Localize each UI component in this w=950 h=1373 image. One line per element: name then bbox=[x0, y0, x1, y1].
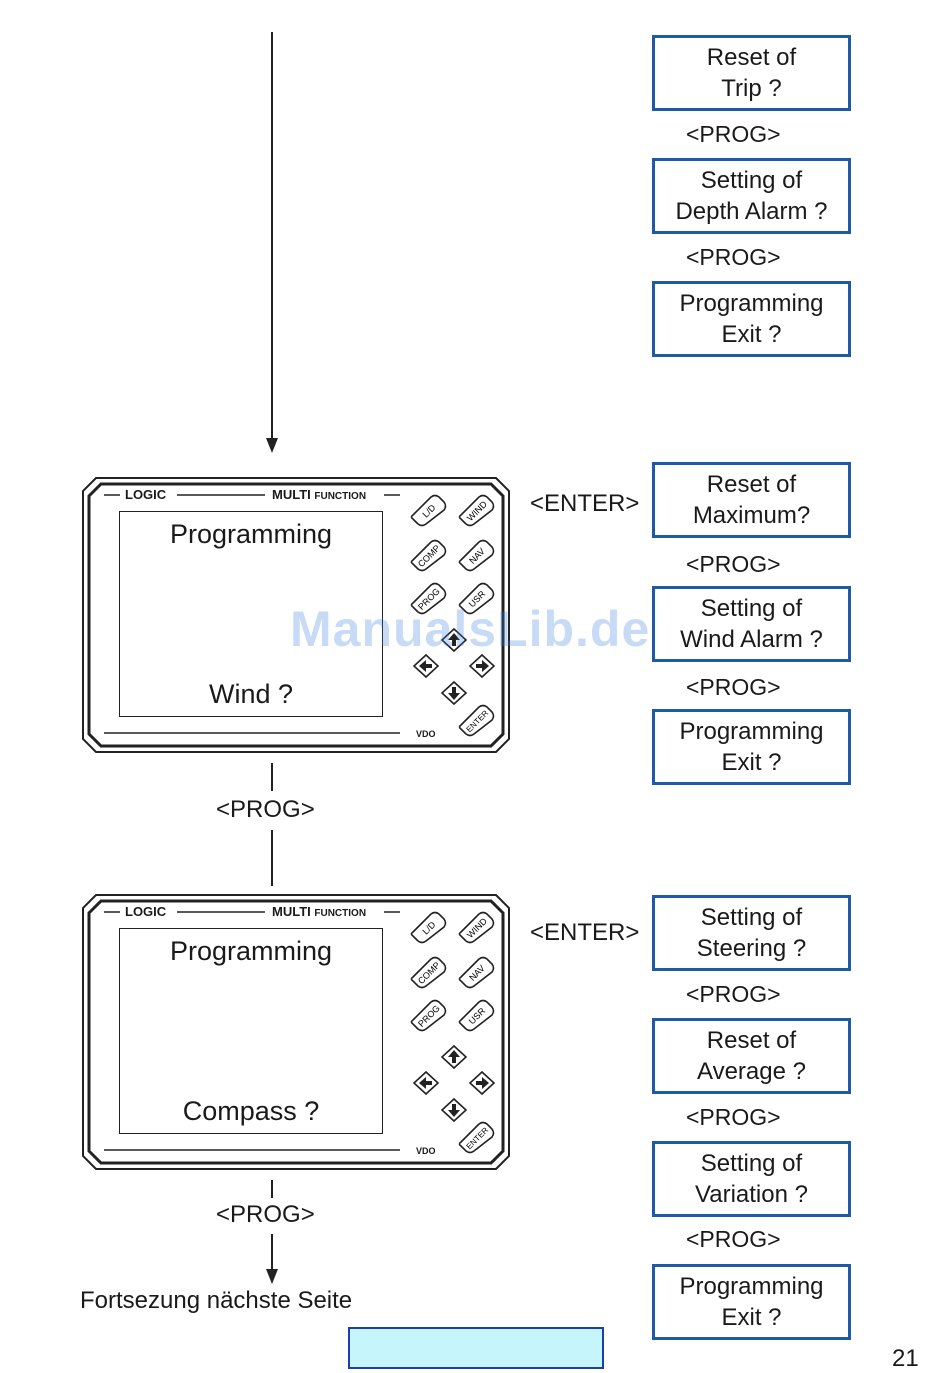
key-prog-button[interactable]: PROG bbox=[409, 581, 449, 615]
key-nav-button[interactable]: NAV bbox=[457, 538, 497, 572]
prog-label: <PROG> bbox=[686, 551, 781, 577]
key-usr-button[interactable]: USR bbox=[457, 998, 497, 1032]
key-enter-button[interactable]: ENTER bbox=[457, 1120, 497, 1154]
flow-line bbox=[271, 763, 273, 791]
key-up-button[interactable] bbox=[440, 1044, 468, 1070]
flow-box-depth-alarm: Setting of Depth Alarm ? bbox=[652, 158, 851, 234]
box-line: Wind Alarm ? bbox=[680, 626, 823, 653]
box-line: Programming bbox=[679, 718, 824, 745]
box-line: Average ? bbox=[697, 1058, 806, 1085]
screen-top-text: Programming bbox=[169, 519, 333, 549]
device-screen: Programming Wind ? bbox=[119, 511, 383, 717]
box-line: Exit ? bbox=[721, 749, 782, 776]
flow-box-reset-trip: Reset of Trip ? bbox=[652, 35, 851, 111]
box-line: Maximum? bbox=[692, 502, 811, 529]
flow-box-reset-average: Reset of Average ? bbox=[652, 1018, 851, 1094]
device-compass: LOGIC MULTI FUNCTION VDO Programming Com… bbox=[82, 894, 510, 1170]
key-wind-button[interactable]: WIND bbox=[457, 910, 497, 944]
flow-box-steering: Setting of Steering ? bbox=[652, 895, 851, 971]
key-left-button[interactable] bbox=[412, 653, 440, 679]
screen-top-text: Programming bbox=[169, 936, 333, 966]
flow-box-programming-exit: Programming Exit ? bbox=[652, 1264, 851, 1340]
box-line: Variation ? bbox=[695, 1181, 808, 1208]
enter-label: <ENTER> bbox=[530, 919, 640, 946]
box-line: Setting of bbox=[700, 904, 803, 931]
flow-box-programming-exit: Programming Exit ? bbox=[652, 709, 851, 785]
key-right-button[interactable] bbox=[468, 653, 496, 679]
key-down-button[interactable] bbox=[440, 680, 468, 706]
box-line: Reset of bbox=[706, 44, 797, 71]
middle-prog-label: <PROG> bbox=[216, 796, 315, 823]
box-line: Setting of bbox=[700, 595, 803, 622]
prog-label: <PROG> bbox=[686, 981, 781, 1007]
key-right-button[interactable] bbox=[468, 1070, 496, 1096]
key-comp-button[interactable]: COMP bbox=[409, 538, 449, 572]
key-ld-button[interactable]: L/D bbox=[409, 910, 449, 944]
flow-line bbox=[271, 1180, 273, 1198]
brand-multi-text: MULTI bbox=[272, 904, 311, 919]
brand-multifunction: MULTI FUNCTION bbox=[272, 904, 366, 919]
key-left-button[interactable] bbox=[412, 1070, 440, 1096]
brand-function-text: FUNCTION bbox=[314, 491, 367, 502]
key-down-button[interactable] bbox=[440, 1097, 468, 1123]
page-navigation-bar[interactable] bbox=[348, 1327, 604, 1369]
flow-box-wind-alarm: Setting of Wind Alarm ? bbox=[652, 586, 851, 662]
brand-multifunction: MULTI FUNCTION bbox=[272, 487, 366, 502]
brand-function-text: FUNCTION bbox=[314, 908, 367, 919]
prog-label: <PROG> bbox=[686, 1226, 781, 1252]
screen-bottom-text: Wind ? bbox=[208, 679, 294, 709]
key-enter-button[interactable]: ENTER bbox=[457, 703, 497, 737]
prog-label: <PROG> bbox=[686, 244, 781, 270]
key-prog-button[interactable]: PROG bbox=[409, 998, 449, 1032]
key-comp-button[interactable]: COMP bbox=[409, 955, 449, 989]
prog-label: <PROG> bbox=[686, 674, 781, 700]
box-line: Depth Alarm ? bbox=[675, 198, 828, 225]
box-line: Reset of bbox=[706, 1027, 797, 1054]
key-wind-button[interactable]: WIND bbox=[457, 493, 497, 527]
flow-line bbox=[271, 830, 273, 886]
key-nav-button[interactable]: NAV bbox=[457, 955, 497, 989]
brand-vdo: VDO bbox=[416, 1146, 436, 1156]
arrow-down-icon bbox=[266, 438, 278, 453]
flow-box-programming-exit: Programming Exit ? bbox=[652, 281, 851, 357]
brand-vdo: VDO bbox=[416, 729, 436, 739]
arrow-down-icon bbox=[266, 1269, 278, 1284]
device-frame bbox=[82, 894, 510, 1170]
box-line: Programming bbox=[679, 1273, 824, 1300]
box-line: Reset of bbox=[706, 471, 797, 498]
brand-logic: LOGIC bbox=[125, 904, 167, 919]
bottom-prog-label: <PROG> bbox=[216, 1201, 315, 1228]
page-number: 21 bbox=[892, 1345, 919, 1372]
box-line: Programming bbox=[679, 290, 824, 317]
flow-arrow-top-line bbox=[271, 32, 273, 442]
brand-logic: LOGIC bbox=[125, 487, 167, 502]
box-line: Setting of bbox=[700, 167, 803, 194]
key-ld-button[interactable]: L/D bbox=[409, 493, 449, 527]
flow-box-variation: Setting of Variation ? bbox=[652, 1141, 851, 1217]
watermark: ManualsLib.de bbox=[290, 601, 651, 657]
box-line: Exit ? bbox=[721, 1304, 782, 1331]
prog-label: <PROG> bbox=[686, 121, 781, 147]
key-usr-button[interactable]: USR bbox=[457, 581, 497, 615]
screen-bottom-text: Compass ? bbox=[182, 1096, 320, 1126]
device-frame bbox=[82, 477, 510, 753]
box-line: Exit ? bbox=[721, 321, 782, 348]
device-wind: LOGIC MULTI FUNCTION VDO Programming Win… bbox=[82, 477, 510, 753]
prog-label: <PROG> bbox=[686, 1104, 781, 1130]
flow-box-reset-maximum: Reset of Maximum? bbox=[652, 462, 851, 538]
flow-line bbox=[271, 1234, 273, 1272]
enter-label: <ENTER> bbox=[530, 490, 640, 517]
box-line: Setting of bbox=[700, 1150, 803, 1177]
device-screen: Programming Compass ? bbox=[119, 928, 383, 1134]
box-line: Trip ? bbox=[721, 75, 782, 102]
key-up-button[interactable] bbox=[440, 627, 468, 653]
brand-multi-text: MULTI bbox=[272, 487, 311, 502]
box-line: Steering ? bbox=[696, 935, 807, 962]
continuation-text: Fortsezung nächste Seite bbox=[80, 1287, 353, 1314]
